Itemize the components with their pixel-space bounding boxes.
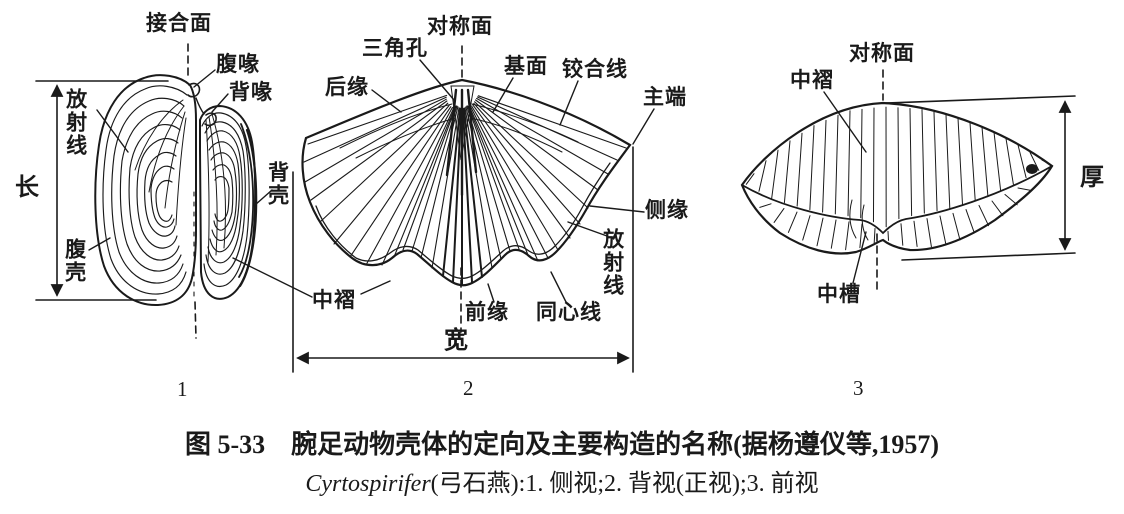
ventral-valve [94,74,201,307]
label-radial-lines-1: 放射线 [63,88,88,157]
delthyrium-dark-area [445,85,478,197]
panel2-leaders [232,59,655,303]
shell-outline2 [301,78,632,287]
label-hinge-line: 铰合线 [562,57,628,81]
label-cardinal-extremity: 主端 [643,85,687,109]
caption-views: (弓石燕):1. 侧视;2. 背视(正视);3. 前视 [430,471,819,497]
panel3-leaders [823,91,867,284]
label-posterior-margin: 后缘 [325,75,369,99]
posterior-growth-lines [339,103,579,159]
label-median-fold-2: 中褶 [312,288,356,312]
thickness-measure [885,95,1076,261]
radial-striations [745,106,1051,251]
ventral-growth-lines [102,85,188,295]
concentric-band [315,162,611,279]
panel2-number: 2 [463,376,474,400]
label-anterior-margin: 前缘 [465,300,509,324]
label-interarea: 基面 [504,54,548,78]
panel1-number: 1 [177,377,188,401]
panel1-lateral-view-drawing [35,43,273,339]
width-measure [292,146,634,373]
caption-genus: Cyrtospirifer [305,471,431,497]
label-thickness: 厚 [1080,165,1104,191]
label-median-fold-3: 中褶 [790,68,834,92]
label-width: 宽 [444,328,468,354]
label-symmetry-plane-3: 对称面 [849,41,915,65]
ventral-radial-lines [134,99,187,226]
label-length: 长 [15,175,39,201]
label-ventral-valve: 腹壳 [62,238,87,284]
label-dorsal-valve: 背壳 [265,161,290,207]
symmetry-plane-dash3 [876,69,884,293]
label-lateral-margin: 侧缘 [645,198,689,222]
dorsal-growth-lines [201,112,258,288]
inner-detail3 [849,164,1038,241]
shell-outline3 [740,101,1054,255]
label-dorsal-beak: 背喙 [229,80,273,104]
panel3-number: 3 [853,376,864,400]
label-radial-lines-2: 放射线 [600,228,625,297]
panel1-leaders [88,69,273,251]
label-symmetry-plane-2: 对称面 [427,14,493,38]
symmetry-plane-dash2 [460,45,463,333]
caption-subtitle: Cyrtospirifer(弓石燕):1. 侧视;2. 背视(正视);3. 前视 [0,463,1124,498]
radial-fan [303,94,627,285]
label-delthyrium: 三角孔 [362,36,428,60]
label-commissure-plane: 接合面 [146,11,212,35]
dorsal-radial-lines [205,113,226,263]
panel2-dorsal-view-drawing [232,45,655,373]
panel3-anterior-view-drawing [740,69,1076,293]
commissure-line3 [741,165,1053,235]
length-measure [35,80,169,301]
commissure-plane-dash [187,43,197,339]
label-concentric-lines: 同心线 [536,300,602,324]
label-ventral-beak: 腹喙 [216,52,260,76]
label-median-sulcus: 中槽 [817,282,861,306]
caption-title: 图 5-33 腕足动物壳体的定向及主要构造的名称(据杨遵仪等,1957) [185,430,939,459]
